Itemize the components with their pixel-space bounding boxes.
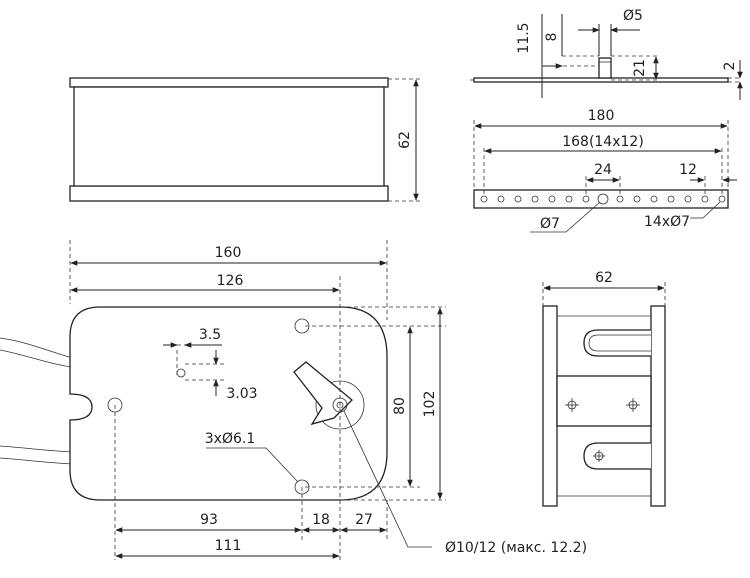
dim-93: 93 [200,512,218,528]
slot-lower [583,442,651,470]
dim-width-160: 160 [215,245,242,261]
dim-18: 18 [312,512,330,528]
top-view: 62 [69,77,420,202]
plate-center-hole [597,193,609,205]
plate-hole [480,195,488,203]
plate-hole [650,195,658,203]
dim-shaft-note: Ø10/12 (макс. 12.2) [445,540,587,556]
dim-center-gap: 24 [594,162,612,178]
dim-111: 111 [215,538,242,554]
dim-27: 27 [355,512,373,528]
plate-hole [582,195,590,203]
plate-hole [565,195,573,203]
plate-side-view: 11.5 8 Ø5 21 2 [470,8,743,100]
dim-side-width: 62 [595,270,613,286]
dim-plate-thickness: 2 [722,62,738,71]
side-view: 62 [542,270,666,507]
dim-plate-length: 180 [588,108,615,124]
dim-small-offset-y: 3.03 [226,386,257,402]
cable-upper [0,337,81,361]
lever-arm [293,361,353,426]
slot-upper [583,329,651,357]
plate-hole [531,195,539,203]
plate-top-view: 180 168(14x12) 24 12 Ø7 14xØ7 [473,108,737,233]
plate-hole [497,195,505,203]
dim-top-height: 62 [397,131,413,149]
dim-hole-count: 14xØ7 [644,214,690,230]
plate-hole [667,195,675,203]
plate-hole [718,195,726,203]
cable-upper [0,349,81,369]
dim-pin-step: 8 [544,33,560,42]
dim-holes-3x: 3xØ6.1 [205,431,255,447]
plate-hole [514,195,522,203]
actuator-body [69,306,388,501]
plate-hole [684,195,692,203]
cable-lower [0,457,81,465]
dim-height-102: 102 [422,391,438,418]
front-view: 160 126 3.5 3.03 3xØ6.1 80 102 93 18 27 … [0,240,587,560]
dim-height-80: 80 [392,397,408,415]
dim-pin-height: 21 [632,59,648,77]
cable-lower [0,445,81,453]
dim-pin-diameter: Ø5 [623,8,643,24]
plate-hole [633,195,641,203]
dim-holes-span: 168(14x12) [562,134,644,150]
plate-holes [480,193,726,205]
dim-pin-offset: 11.5 [516,22,532,53]
plate-hole [548,195,556,203]
dim-center-hole: Ø7 [540,216,560,232]
dim-small-offset-x: 3.5 [199,327,221,343]
plate-hole [616,195,624,203]
dim-width-126: 126 [217,273,244,289]
plate-hole [701,195,709,203]
dim-hole-pitch: 12 [679,162,697,178]
